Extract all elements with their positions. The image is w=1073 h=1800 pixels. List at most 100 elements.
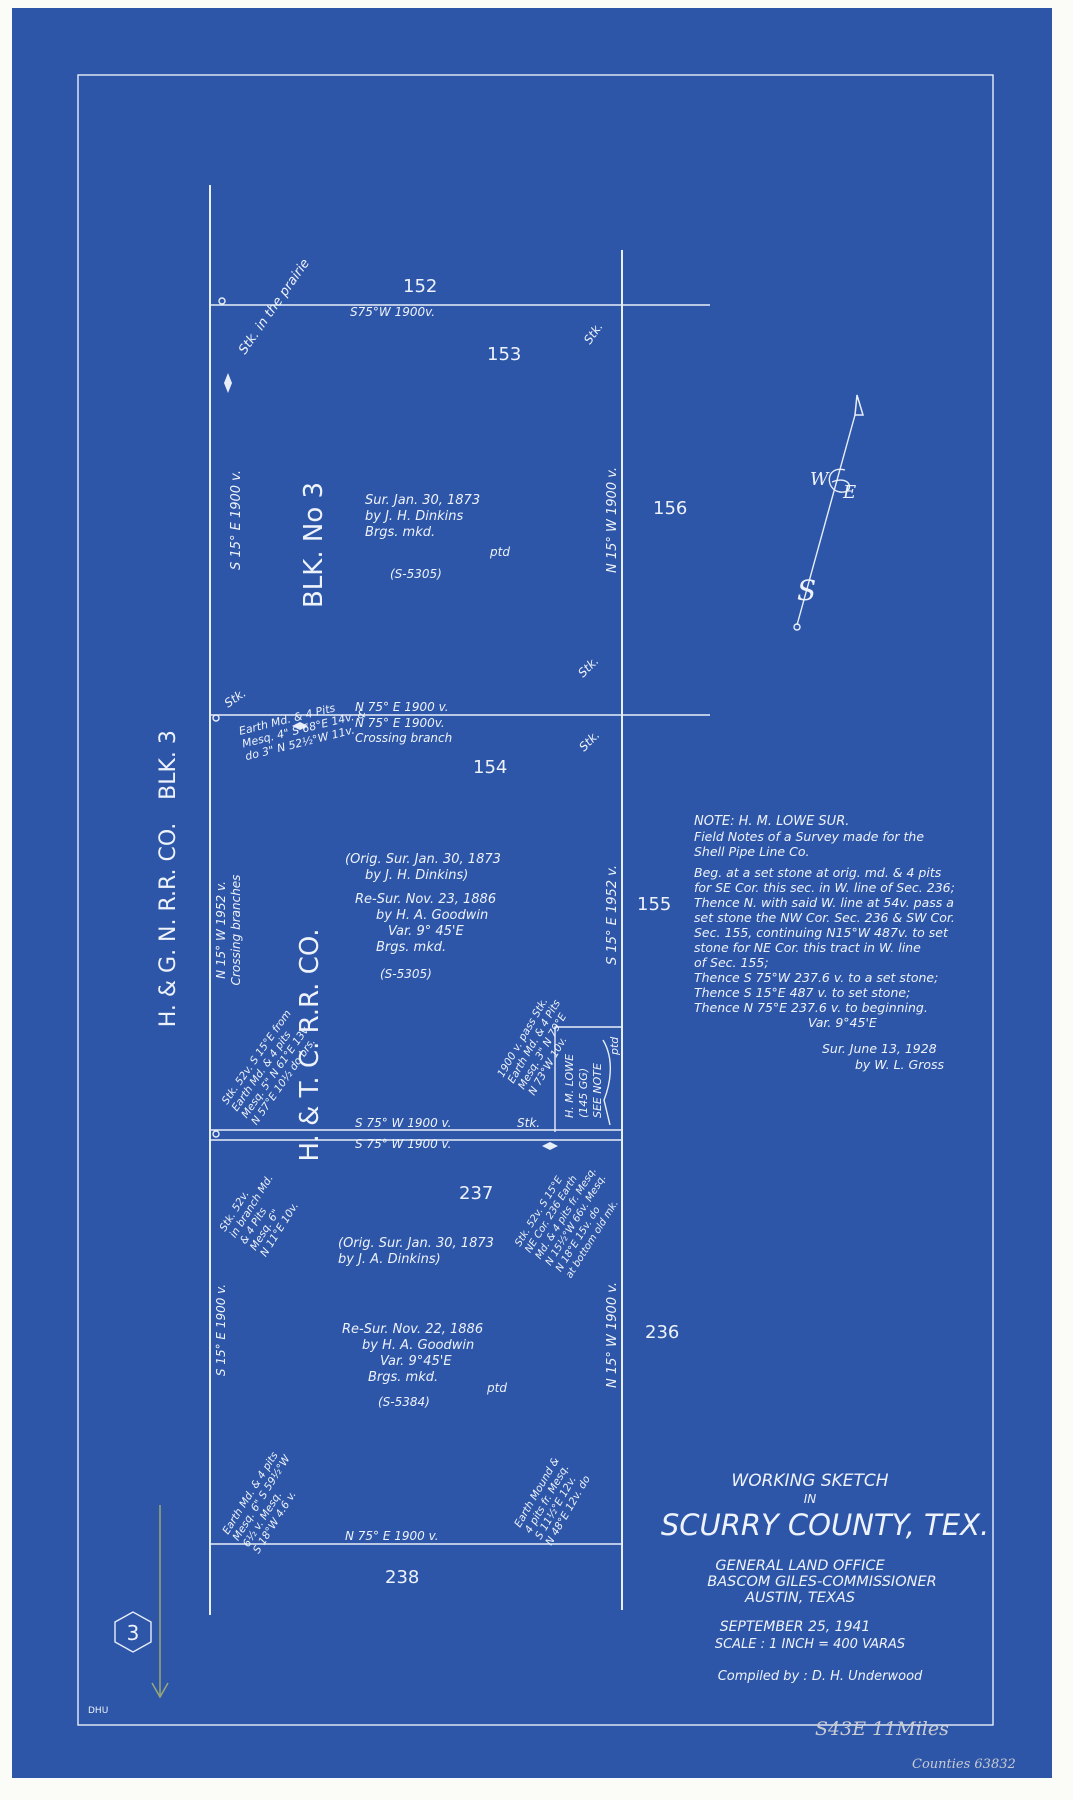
sec154-line: by H. A. Goodwin	[376, 908, 488, 923]
stake-label: Stk.	[222, 686, 249, 711]
sheet-number-badge	[114, 1611, 152, 1653]
sec153-line: by J. H. Dinkins	[365, 509, 463, 524]
north-arrow-icon: W E S	[793, 394, 865, 631]
sec237-line: (Orig. Sur. Jan. 30, 1873	[338, 1236, 494, 1251]
sec154-line: by J. H. Dinkins)	[365, 868, 468, 883]
sheet-number: 3	[127, 1621, 140, 1645]
lowe-ptd: ptd	[608, 1036, 621, 1056]
section-153: 153	[487, 344, 521, 365]
section-155: 155	[637, 894, 671, 915]
compass-e: E	[842, 482, 856, 503]
call-top: S75°W 1900v.	[350, 305, 435, 319]
sec154-line: Var. 9° 45'E	[388, 924, 464, 939]
note-head: NOTE: H. M. LOWE SUR.	[694, 814, 849, 829]
title-city: AUSTIN, TEXAS	[744, 1590, 855, 1606]
pencil-arrowhead-icon	[151, 1682, 169, 1699]
title-working-sketch: WORKING SKETCH	[731, 1471, 888, 1491]
title-date: SEPTEMBER 25, 1941	[720, 1619, 871, 1635]
sec153-line: ptd	[489, 545, 510, 559]
section-236: 236	[645, 1322, 679, 1343]
pencil-note-bearing: S43E 11Miles	[815, 1718, 949, 1740]
lowe-tract-outline	[554, 1026, 622, 1132]
note-lowe-tract: H. M. LOWE (145 GG) SEE NOTE	[563, 1054, 604, 1118]
block-label-htc: H. & T. C. R.R. CO.	[295, 928, 325, 1161]
note-nw-237: Stk. 52v. in branch Md. & 4 Pits Mesq. 6…	[217, 1173, 301, 1259]
stake-label: Stk.	[576, 728, 602, 754]
sec154-line: Brgs. mkd.	[376, 940, 446, 955]
call-lower: S 75° W 1900 v.	[355, 1116, 452, 1130]
branch-creek	[602, 1039, 612, 1126]
sheet-border	[77, 74, 994, 1726]
note-line: Thence N 75°E 237.6 v. to beginning.	[694, 1000, 928, 1015]
call-mid: N 75° E 1900 v.	[355, 700, 449, 714]
block-label-blk3: BLK. 3	[156, 730, 181, 800]
stake-label: Stk.	[581, 320, 606, 347]
sec237-line: Brgs. mkd.	[368, 1370, 438, 1385]
stone-marker-icon	[224, 373, 232, 393]
title-block: WORKING SKETCH IN SCURRY COUNTY, TEX. GE…	[661, 1471, 989, 1684]
stake-prairie-label: Stk. in the prairie	[236, 256, 313, 357]
section-156: 156	[653, 498, 687, 519]
sec154-line: (Orig. Sur. Jan. 30, 1873	[345, 852, 501, 867]
call-right-mid: S 15° E 1952 v.	[605, 865, 620, 965]
stake-label: Stk.	[575, 654, 601, 680]
note-se-237: Earth Mound & 4 pits fr. Mesq. S 11½°E 1…	[512, 1456, 593, 1548]
title-office: GENERAL LAND OFFICE	[715, 1558, 885, 1574]
corner-marker-icon	[218, 297, 226, 305]
note-ne-237: Stk. 52v. S 15°E NE Cor. 236 Earth Md. &…	[513, 1166, 621, 1281]
corner-marker-icon	[212, 714, 220, 722]
stone-marker-icon	[292, 722, 308, 730]
call-crossing: Crossing branch	[355, 731, 452, 745]
section-238: 238	[385, 1567, 419, 1588]
diag-line: SEE NOTE	[591, 1063, 604, 1118]
sec237-line: Re-Sur. Nov. 22, 1886	[342, 1322, 483, 1337]
sec237-line: by J. A. Dinkins)	[338, 1252, 441, 1267]
sec153-line: (S-5305)	[390, 567, 442, 581]
section-237: 237	[459, 1183, 493, 1204]
note-line: Thence S 75°W 237.6 v. to a set stone;	[694, 970, 938, 985]
sec237-line: by H. A. Goodwin	[362, 1338, 474, 1353]
call-left-mid: N 15° W 1952 v.	[214, 881, 228, 979]
sec237-line: Var. 9°45'E	[380, 1354, 452, 1369]
title-county: SCURRY COUNTY, TEX.	[661, 1508, 989, 1542]
call-bottom: N 75° E 1900 v.	[345, 1529, 439, 1543]
stone-marker-icon	[542, 1142, 558, 1150]
note-line: stone for NE Cor. this tract in W. line	[694, 940, 921, 955]
note-line: Field Notes of a Survey made for the	[694, 829, 924, 844]
block-label-hgn: H. & G. N. R.R. CO.	[156, 823, 181, 1028]
note-nw-154: Earth Md. & 4 Pits Mesq. 4" S 68°E 14v. …	[238, 701, 368, 763]
note-sw-237: Earth Md. & 4 pits Mesq. 6" S 59½°W 6½ v…	[220, 1450, 298, 1556]
call-left-lower: S 15° E 1900 v.	[214, 1284, 228, 1376]
drafter-initials: DHU	[88, 1706, 108, 1716]
sec153-line: Brgs. mkd.	[365, 525, 435, 540]
sec154-line: Re-Sur. Nov. 23, 1886	[355, 892, 496, 907]
note-line: of Sec. 155;	[694, 955, 769, 970]
note-sig: Sur. June 13, 1928	[822, 1041, 937, 1056]
diag-line: H. M. LOWE	[563, 1054, 576, 1118]
corner-marker-icon	[212, 1130, 220, 1138]
call-right-lower: N 15° W 1900 v.	[605, 1282, 620, 1388]
note-line: Shell Pipe Line Co.	[694, 844, 809, 859]
stake-label: Stk.	[517, 1116, 540, 1130]
note-line: Beg. at a set stone at orig. md. & 4 pit…	[694, 865, 942, 880]
note-line: Thence N. with said W. line at 54v. pass…	[694, 895, 954, 910]
sec237-line: (S-5384)	[378, 1395, 430, 1409]
sec237-notes: (Orig. Sur. Jan. 30, 1873 by J. A. Dinki…	[338, 1236, 507, 1409]
note-line: Var. 9°45'E	[808, 1015, 877, 1030]
pencil-note-counties: Counties 63832	[912, 1757, 1016, 1772]
blueprint-sheet	[12, 8, 1052, 1778]
sec153-notes: Sur. Jan. 30, 1873 by J. H. Dinkins Brgs…	[365, 493, 510, 581]
lowe-survey-note: NOTE: H. M. LOWE SUR. Field Notes of a S…	[694, 814, 955, 1072]
call-left-mid2: Crossing branches	[229, 875, 243, 986]
sec153-line: Sur. Jan. 30, 1873	[365, 493, 480, 508]
note-sig: by W. L. Gross	[855, 1057, 944, 1072]
sec237-line: ptd	[486, 1381, 507, 1395]
sec154-line: (S-5305)	[380, 967, 432, 981]
compass-w: W	[810, 469, 830, 490]
note-line: set stone the NW Cor. Sec. 236 & SW Cor.	[694, 910, 955, 925]
note-line: for SE Cor. this sec. in W. line of Sec.…	[694, 880, 955, 895]
note-line: Sec. 155, continuing N15°W 487v. to set	[694, 925, 949, 940]
call-lower2: S 75° W 1900 v.	[355, 1137, 452, 1151]
title-in: IN	[804, 1492, 817, 1506]
